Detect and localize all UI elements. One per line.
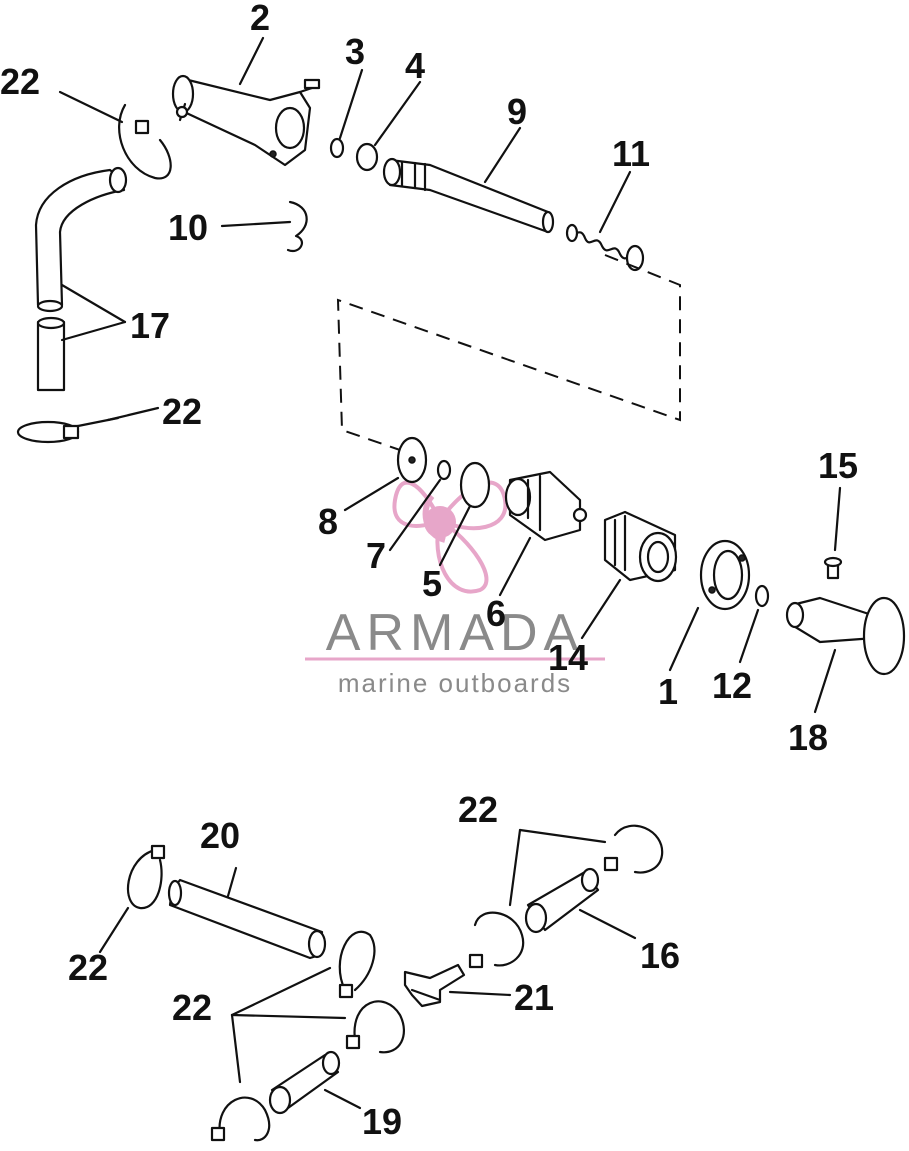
watermark-brand: ARMADA — [326, 604, 584, 662]
part-22-clamp-mid — [338, 930, 376, 999]
part-6-fitting — [504, 470, 588, 542]
callout-2: 2 — [250, 0, 270, 38]
callout-labels: 2 3 4 9 11 22 10 17 22 15 8 7 5 6 14 1 1… — [0, 0, 858, 1142]
part-7-o-ring — [436, 459, 452, 481]
callout-15: 15 — [818, 445, 858, 486]
part-17-hoses — [34, 166, 128, 392]
callout-3: 3 — [345, 31, 365, 72]
part-20-hose — [167, 878, 327, 960]
part-1-flange — [699, 539, 751, 611]
callout-7: 7 — [366, 535, 386, 576]
part-3-o-ring — [329, 137, 345, 159]
part-5-o-ring — [459, 461, 491, 509]
part-16-hose — [524, 867, 600, 934]
part-8-washer — [396, 436, 428, 484]
part-21-tee — [403, 963, 466, 1008]
part-10-clip — [286, 200, 308, 253]
part-22-clamp-left — [16, 416, 120, 444]
part-12-o-ring — [754, 584, 770, 608]
armada-watermark: ARMADA marine outboards — [305, 480, 605, 698]
part-15-screw — [823, 556, 843, 580]
part-22-clamp-bottom-left — [126, 844, 166, 910]
part-2-housing — [171, 74, 321, 167]
callout-21: 21 — [514, 977, 554, 1018]
watermark-tagline: marine outboards — [338, 668, 572, 698]
callout-22-left: 22 — [162, 391, 202, 432]
callout-16: 16 — [640, 935, 680, 976]
callout-10: 10 — [168, 207, 208, 248]
part-18-knob — [785, 596, 906, 676]
callout-11: 11 — [612, 133, 650, 174]
callout-14: 14 — [548, 637, 588, 678]
callout-12: 12 — [712, 665, 752, 706]
part-22-clamp-bottom — [210, 1096, 271, 1142]
callout-4: 4 — [405, 45, 425, 86]
part-19-hose — [268, 1050, 341, 1115]
part-4-o-ring — [355, 142, 379, 172]
part-14-nut — [603, 510, 678, 583]
callout-22-right: 22 — [458, 789, 498, 830]
callout-19: 19 — [362, 1101, 402, 1142]
leader-lines — [58, 36, 842, 1110]
part-11-spring — [565, 223, 645, 272]
callout-5: 5 — [422, 563, 442, 604]
callout-22-bottom-left: 22 — [68, 947, 108, 988]
part-22-clamp-right-low — [468, 911, 525, 969]
callout-18: 18 — [788, 717, 828, 758]
propeller-logo-icon — [392, 480, 508, 594]
callout-20: 20 — [200, 815, 240, 856]
part-22-clamp-top — [118, 103, 172, 180]
callout-9: 9 — [507, 91, 527, 132]
part-22-clamp-mid-2 — [345, 1000, 405, 1054]
callout-1: 1 — [658, 671, 678, 712]
callout-8: 8 — [318, 501, 338, 542]
part-22-clamp-right-high — [603, 824, 664, 874]
dashed-leader — [336, 254, 681, 451]
callout-22-top-left: 22 — [0, 61, 40, 102]
callout-17: 17 — [130, 305, 170, 346]
part-9-shaft — [382, 157, 555, 234]
callout-6: 6 — [486, 593, 506, 634]
callout-22-bottom: 22 — [172, 987, 212, 1028]
